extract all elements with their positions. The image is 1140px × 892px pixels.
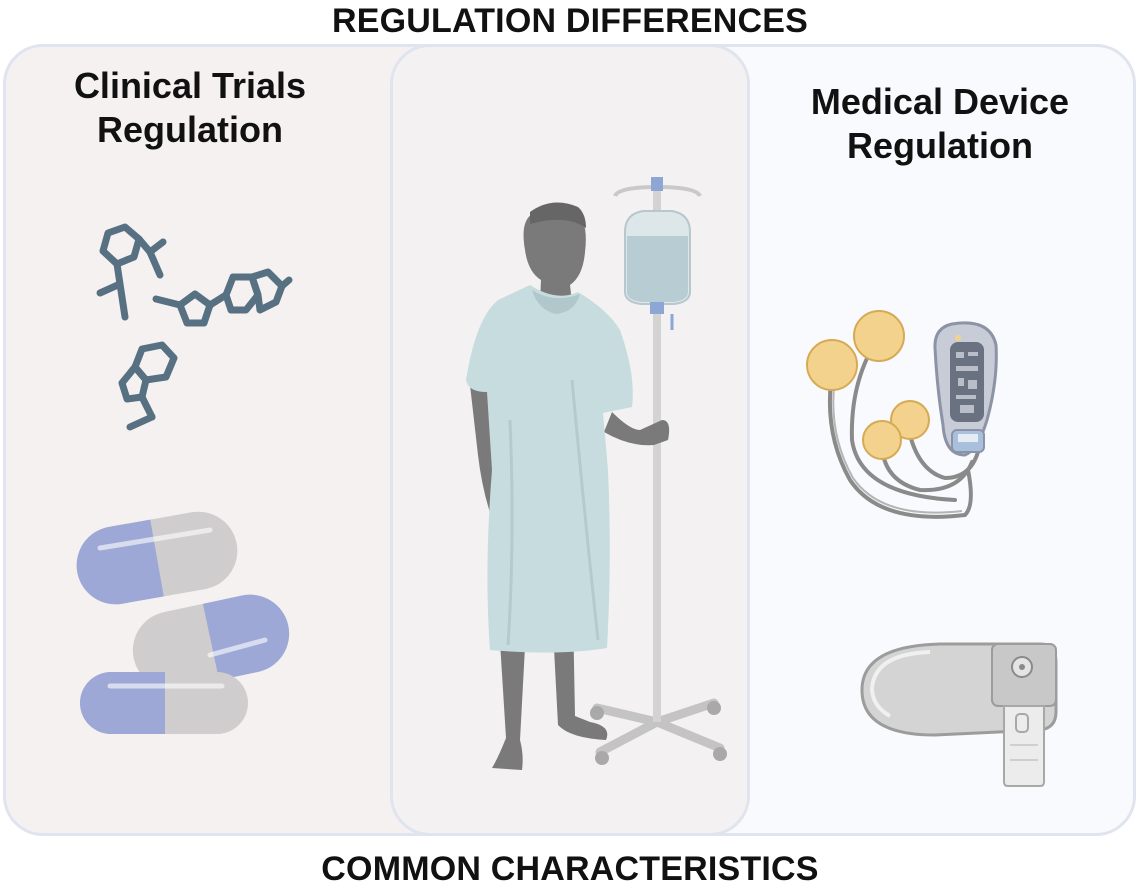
pill-capsule-icon: [76, 511, 290, 734]
medical-device-title: Medical Device Regulation: [780, 80, 1100, 168]
clinical-trials-title: Clinical Trials Regulation: [30, 64, 350, 152]
medical-device-title-line-2: Regulation: [847, 125, 1033, 166]
common-characteristics-heading: COMMON CHARACTERISTICS: [321, 850, 819, 888]
clinical-trials-title-line-1: Clinical Trials: [73, 65, 307, 106]
chemical-structure-icon: [96, 223, 293, 431]
neurostimulator-with-electrodes-icon: [806, 310, 998, 519]
regulation-differences-heading: REGULATION DIFFERENCES: [331, 2, 808, 40]
implantable-device-icon: [860, 642, 1058, 787]
medical-device-title-line-1: Medical Device: [810, 81, 1070, 122]
patient-with-iv-stand-icon: [466, 177, 727, 770]
clinical-trials-title-line-2: Regulation: [97, 109, 283, 150]
